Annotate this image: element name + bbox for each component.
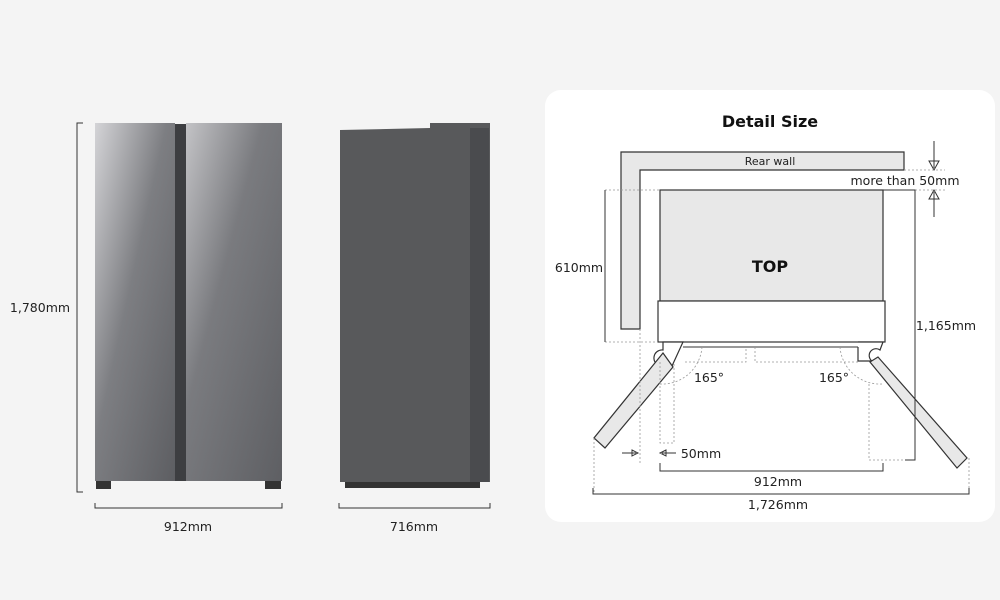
right-angle-label: 165° (819, 370, 849, 385)
rear-wall: Rear wall (620, 151, 905, 330)
fridge-side-view (340, 123, 490, 488)
left-angle-label: 165° (694, 370, 724, 385)
depth-610-dimension: 610mm (555, 190, 606, 342)
swing-guides (593, 189, 970, 494)
right-open-door (869, 356, 968, 469)
width-912-dimension: 912mm (659, 463, 884, 489)
open-width-label: 1,726mm (748, 497, 808, 512)
rear-wall-label: Rear wall (745, 155, 796, 168)
open-width-dimension: 1,726mm (592, 488, 970, 512)
side-door-edge (470, 128, 489, 482)
open-depth-label: 1,165mm (916, 318, 976, 333)
depth-610-label: 610mm (555, 260, 603, 275)
front-width-label: 912mm (164, 519, 212, 534)
fridge-front-view (95, 123, 282, 489)
fridge-top-outline: TOP (653, 189, 886, 367)
open-depth-dimension: 1,165mm (883, 189, 976, 461)
left-foot (96, 481, 111, 489)
width-912-label: 912mm (754, 474, 802, 489)
side-feet (345, 482, 480, 488)
side-body (340, 123, 490, 482)
left-open-door (593, 352, 674, 449)
height-label: 1,780mm (10, 300, 70, 315)
top-label: TOP (752, 257, 789, 276)
right-foot (265, 481, 281, 489)
front-width-dimension: 912mm (94, 503, 283, 534)
depth-dimension: 716mm (338, 503, 491, 534)
left-door (95, 123, 175, 481)
detail-title: Detail Size (722, 112, 818, 131)
height-dimension: 1,780mm (10, 122, 83, 493)
depth-label: 716mm (390, 519, 438, 534)
clearance-dimension: more than 50mm (851, 141, 960, 217)
right-door (186, 123, 282, 481)
open-doors (593, 352, 968, 469)
clearance-label: more than 50mm (851, 173, 960, 188)
side-gap-label: 50mm (681, 446, 721, 461)
side-gap-dimension: 50mm (622, 446, 721, 461)
door-gap (175, 124, 186, 481)
